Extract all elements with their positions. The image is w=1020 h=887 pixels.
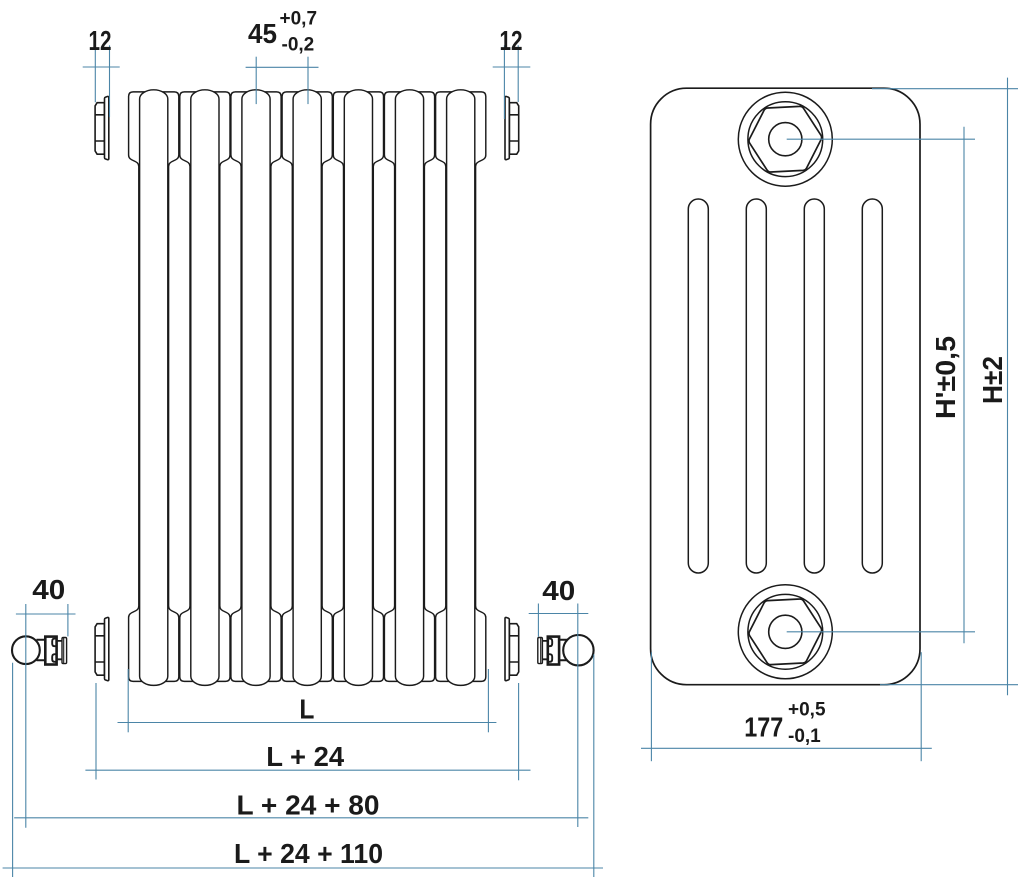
svg-text:H±2: H±2 [977, 356, 1008, 404]
svg-text:+0,7: +0,7 [280, 9, 318, 30]
svg-text:H'±0,5: H'±0,5 [930, 336, 961, 419]
svg-text:-0,1: -0,1 [788, 726, 821, 747]
svg-text:L + 24 + 110: L + 24 + 110 [234, 838, 383, 869]
svg-text:-0,2: -0,2 [282, 34, 315, 55]
svg-text:40: 40 [32, 574, 65, 605]
svg-text:12: 12 [500, 25, 523, 56]
svg-text:12: 12 [89, 25, 112, 56]
svg-text:45: 45 [248, 18, 277, 49]
svg-text:L + 24 + 80: L + 24 + 80 [237, 790, 380, 821]
svg-text:L + 24: L + 24 [266, 741, 344, 772]
svg-text:L: L [299, 694, 314, 725]
svg-text:+0,5: +0,5 [788, 700, 826, 721]
svg-text:40: 40 [542, 575, 575, 606]
svg-text:177: 177 [744, 712, 783, 743]
